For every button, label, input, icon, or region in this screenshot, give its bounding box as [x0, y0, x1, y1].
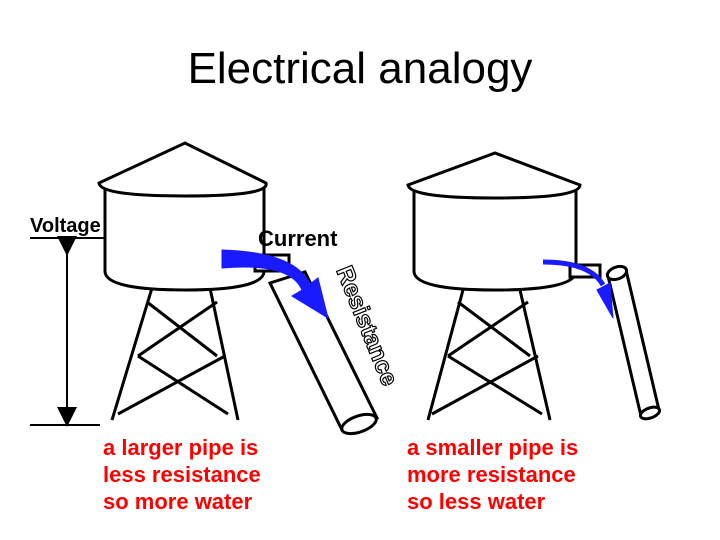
voltage-label: Voltage	[30, 215, 101, 237]
slide-title: Electrical analogy	[187, 44, 533, 93]
left-caption: a larger pipe is less resistance so more…	[103, 434, 261, 515]
left-caption-line-3: so more water	[103, 489, 253, 514]
current-arrow-small-head	[596, 282, 614, 319]
left-tower-legs	[110, 287, 240, 421]
right-small-pipe	[606, 268, 661, 418]
right-caption-line-2: more resistance	[407, 462, 576, 487]
right-tank	[412, 186, 578, 292]
right-tower-legs	[426, 289, 552, 421]
current-label: Current	[258, 226, 338, 251]
right-water-tower	[406, 151, 662, 421]
right-caption-line-1: a smaller pipe is	[407, 435, 579, 460]
left-caption-line-2: less resistance	[103, 462, 261, 487]
left-water-tower	[97, 141, 380, 436]
current-arrow-small	[542, 259, 606, 287]
right-roof	[406, 151, 582, 200]
voltage-dimension	[30, 236, 105, 427]
right-caption-line-3: so less water	[407, 489, 546, 514]
left-roof	[97, 141, 268, 198]
right-caption: a smaller pipe is more resistance so les…	[407, 434, 578, 515]
left-tank	[103, 184, 266, 292]
left-caption-line-1: a larger pipe is	[103, 435, 259, 460]
current-arrow-large	[221, 249, 329, 320]
